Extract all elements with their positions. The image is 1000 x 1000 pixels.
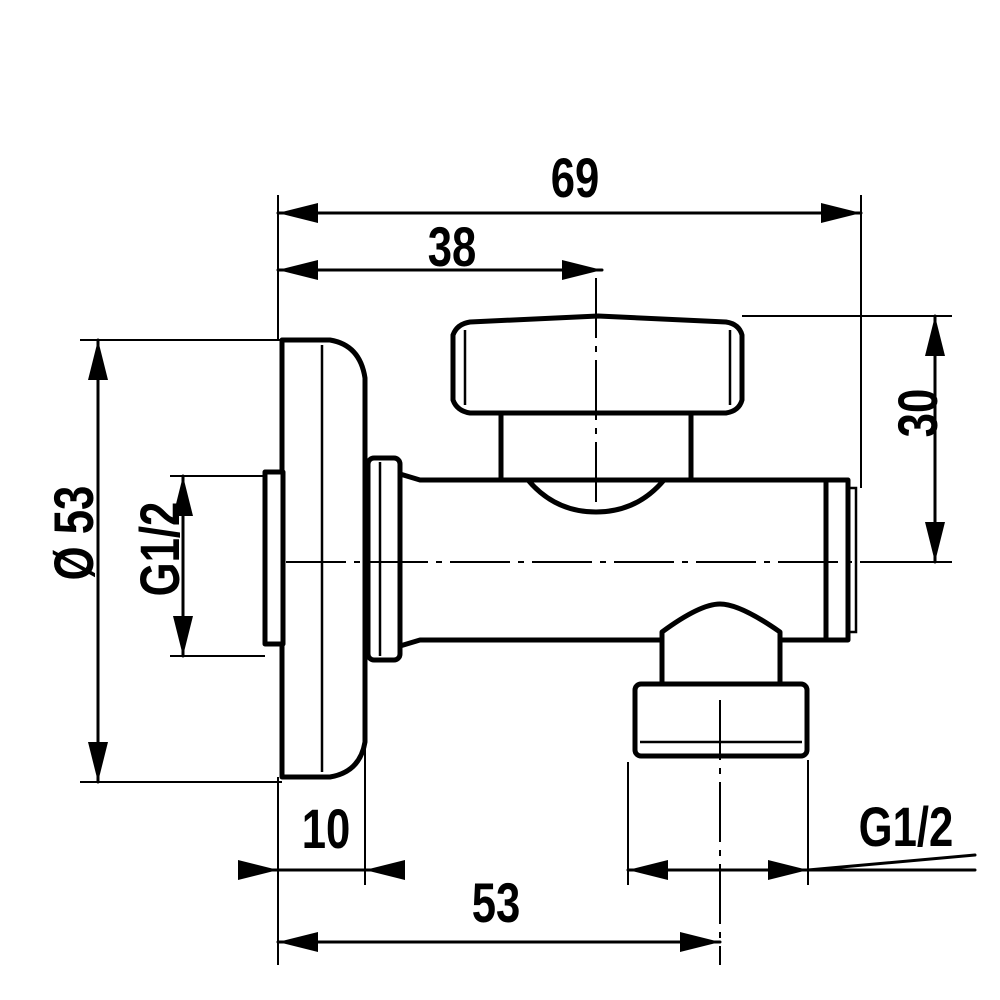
label-flange-diameter: Ø 53 — [43, 486, 105, 581]
wall-flange — [279, 337, 368, 780]
handle-knob — [450, 313, 745, 416]
label-outlet-offset: 53 — [472, 872, 521, 934]
dim-handle-offset — [276, 260, 604, 280]
dim-outlet-offset — [276, 932, 722, 952]
label-handle-offset: 38 — [428, 216, 477, 278]
outlet-spout — [659, 601, 783, 689]
center-lines — [286, 278, 862, 965]
label-flange-thickness: 10 — [302, 798, 351, 860]
label-overall-length: 69 — [551, 147, 600, 209]
dim-overall-length — [276, 203, 863, 223]
label-outlet-thread: G1/2 — [859, 796, 954, 858]
inlet-thread-stub — [262, 469, 286, 647]
dim-inlet-thread — [173, 474, 193, 658]
body-neck — [365, 455, 403, 663]
valve-body — [262, 313, 858, 780]
dim-outlet-thread — [626, 853, 977, 880]
dim-handle-height — [925, 314, 945, 564]
dim-flange-diameter — [88, 338, 108, 784]
label-handle-height: 30 — [887, 389, 949, 438]
end-cap — [823, 477, 851, 643]
dim-flange-thickness — [238, 860, 405, 880]
label-inlet-thread: G1/2 — [129, 502, 191, 597]
